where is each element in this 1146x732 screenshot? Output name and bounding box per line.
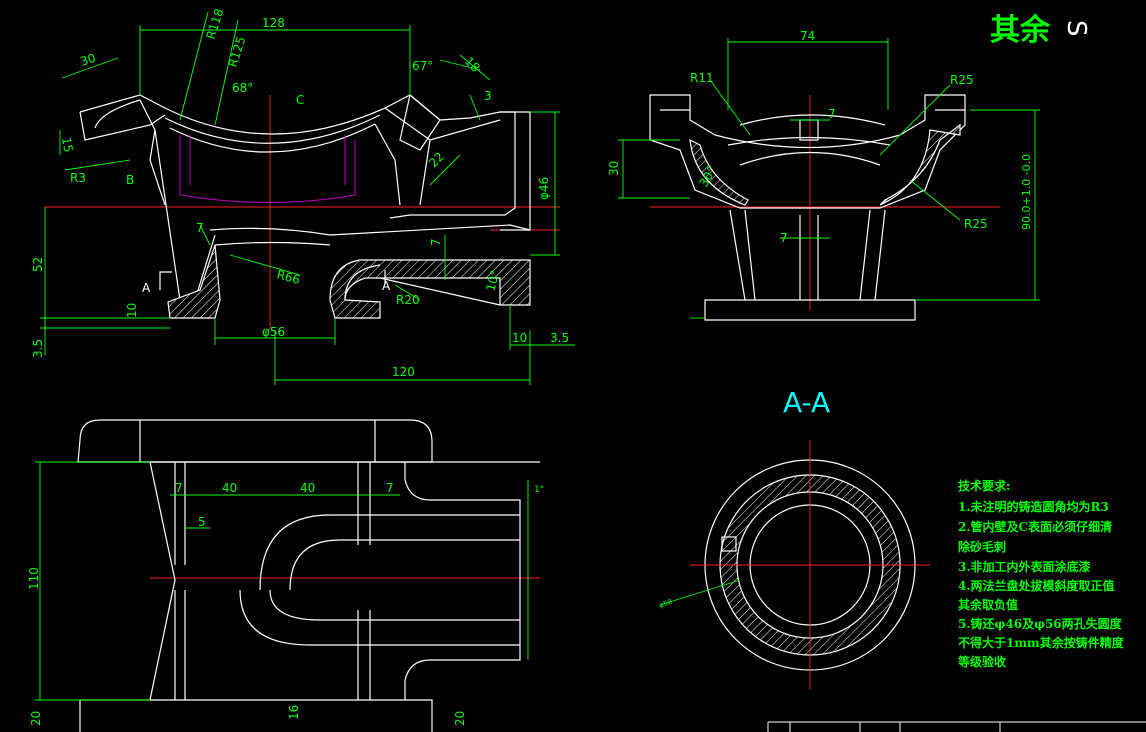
side-dim-74: 74 — [800, 29, 815, 43]
dim-r20: R20 — [396, 293, 420, 307]
section-title: A-A — [783, 386, 830, 419]
section-dim-phi: φ58 — [658, 598, 673, 610]
plan-dim-7b: 7 — [386, 481, 394, 495]
dim-68: 68° — [232, 81, 253, 95]
dim-120: 120 — [392, 365, 415, 379]
plan-dim-20b: 20 — [453, 711, 467, 726]
plan-dim-20a: 20 — [29, 711, 43, 726]
dim-r66: R66 — [275, 267, 301, 287]
dim-3-5b: 3.5 — [550, 331, 569, 345]
dim-52: 52 — [31, 257, 45, 272]
notes-line: 5.铸还φ46及φ56两孔失圆度 — [958, 616, 1123, 631]
dim-r125: R125 — [226, 35, 249, 69]
dim-3-5a: 3.5 — [31, 339, 45, 358]
roughness-label: 其余 — [990, 13, 1051, 48]
side-dim-tol: 90.0+1.0 -0.0 — [1020, 154, 1033, 230]
notes-line: 不得大于1mm其余按铸件精度 — [958, 635, 1125, 650]
side-dim-r25b: R25 — [964, 217, 988, 231]
side-dim-r25a: R25 — [950, 73, 974, 87]
dim-r3: R3 — [70, 171, 86, 185]
side-view: 74 R11 R25 7 30 30° 90.0+1.0 -0.0 R25 7 — [607, 29, 1040, 321]
plan-view: 7 40 40 7 5 110 20 16 20 1° — [27, 419, 544, 732]
notes-line: 其余取负值 — [958, 597, 1018, 612]
plan-dim-16: 16 — [287, 705, 301, 720]
roughness-note: 其余 S — [990, 13, 1091, 48]
title-block-edge — [767, 721, 1146, 732]
dim-7a: 7 — [196, 221, 204, 235]
dim-10deg: 10° — [483, 269, 502, 293]
dim-7b: 7 — [429, 238, 443, 246]
side-dim-r11: R11 — [690, 71, 714, 85]
notes-line: 等级验收 — [957, 654, 1006, 669]
dim-15: 15 — [59, 136, 75, 153]
notes-line: 4.两法兰盘处拔模斜度取正值 — [958, 578, 1115, 593]
label-b: B — [126, 173, 134, 187]
dim-r118: R118 — [204, 7, 227, 41]
dim-22: 22 — [426, 149, 447, 170]
side-dim-30: 30 — [607, 161, 621, 176]
front-view: 128 30 R118 R125 68° C 67° 18 3 15 R3 B … — [31, 7, 575, 385]
dim-3: 3 — [484, 89, 492, 103]
section-view: A-A φ58 — [658, 386, 930, 690]
dim-67: 67° — [412, 59, 433, 73]
plan-dim-1deg: 1° — [534, 485, 544, 495]
section-mark-a-right: A — [382, 279, 391, 293]
dim-18: 18 — [462, 54, 483, 75]
notes-title: 技术要求: — [958, 478, 1010, 493]
notes-line: 2.管内壁及C表面必须仔细清 — [958, 519, 1112, 534]
dim-128: 128 — [262, 16, 285, 30]
dim-10b: 10 — [512, 331, 527, 345]
dim-30: 30 — [79, 51, 98, 69]
plan-dim-7a: 7 — [175, 481, 183, 495]
plan-dim-110: 110 — [27, 567, 41, 590]
notes-line: 除砂毛刺 — [958, 539, 1006, 554]
plan-dim-40a: 40 — [222, 481, 237, 495]
dim-phi46: φ46 — [537, 177, 551, 200]
technical-requirements: 技术要求: 1.未注明的铸造圆角均为R3 2.管内壁及C表面必须仔细清 除砂毛刺… — [957, 478, 1125, 669]
dim-phi56: φ56 — [262, 325, 285, 339]
label-c: C — [296, 93, 304, 107]
plan-dim-40b: 40 — [300, 481, 315, 495]
side-dim-7b: 7 — [780, 231, 788, 245]
section-mark-a-left: A — [142, 281, 151, 295]
plan-dim-5: 5 — [198, 515, 206, 529]
notes-line: 3.非加工内外表面涂底漆 — [958, 559, 1091, 574]
notes-line: 1.未注明的铸造圆角均为R3 — [958, 499, 1109, 514]
side-dim-7: 7 — [828, 107, 836, 121]
roughness-symbol: S — [1061, 20, 1091, 37]
dim-10a: 10 — [125, 303, 139, 318]
